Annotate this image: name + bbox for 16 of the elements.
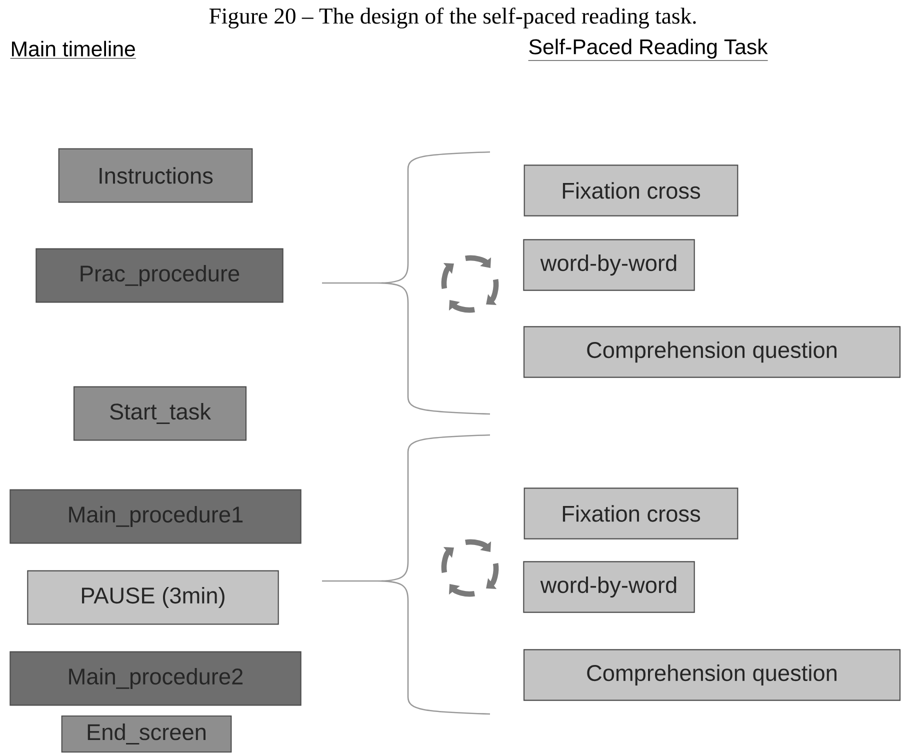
step-box: Comprehension question bbox=[523, 649, 901, 701]
step-box: Fixation cross bbox=[524, 488, 738, 540]
figure-title: Figure 20 – The design of the self-paced reading task. bbox=[209, 8, 696, 28]
step-box: word-by-word bbox=[523, 239, 695, 291]
step-box: Fixation cross bbox=[524, 164, 738, 216]
column-heading: Self-Paced Reading Task bbox=[528, 38, 768, 61]
step-box: Comprehension question bbox=[523, 326, 901, 378]
step-box: PAUSE (3min) bbox=[27, 570, 279, 625]
step-box: Start_task bbox=[73, 386, 247, 441]
step-box: Main_procedure2 bbox=[10, 651, 302, 706]
step-box: End_screen bbox=[61, 715, 232, 753]
step-box: Main_procedure1 bbox=[10, 489, 302, 544]
step-box: Instructions bbox=[58, 148, 253, 203]
step-box: Prac_procedure bbox=[36, 248, 284, 303]
column-heading: Main timeline bbox=[10, 40, 136, 59]
step-box: word-by-word bbox=[523, 561, 695, 613]
